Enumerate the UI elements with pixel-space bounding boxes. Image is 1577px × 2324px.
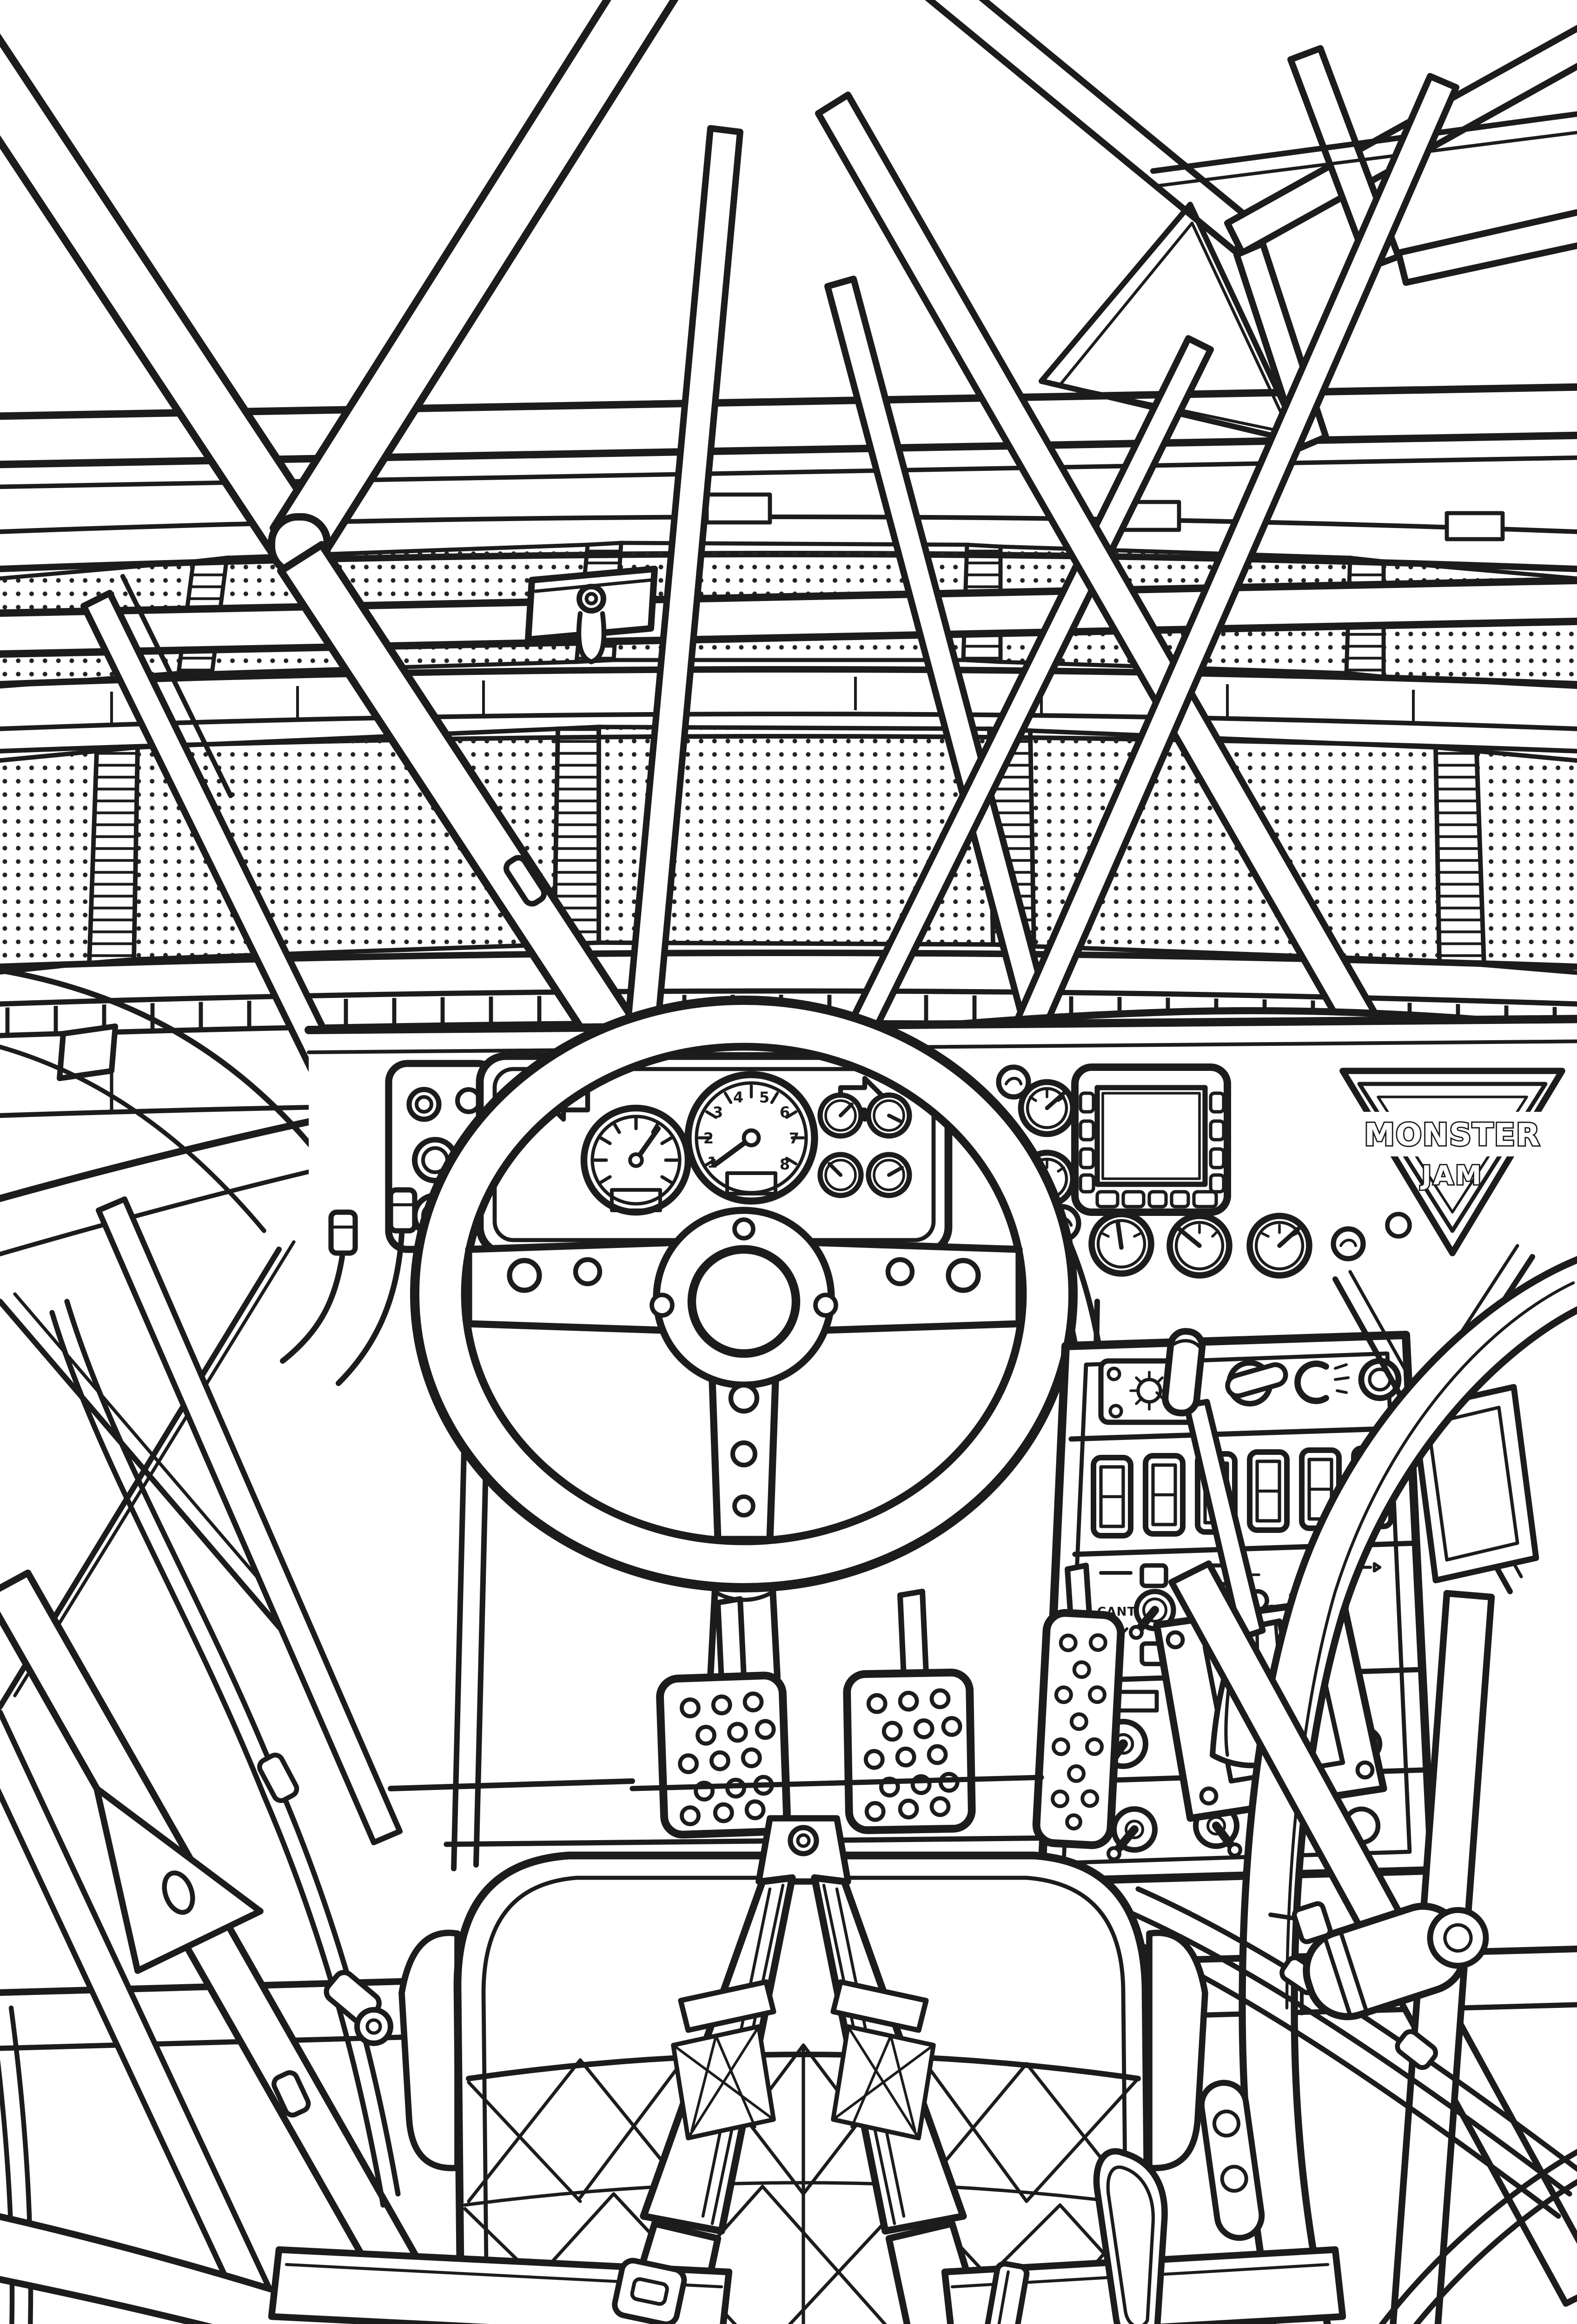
gusset-plate [93, 1785, 264, 1974]
tach-number: 2 [703, 1129, 714, 1147]
pedal-bulkhead-line [629, 1775, 1044, 1791]
round-button [1385, 1212, 1412, 1239]
monster-jam-logo: MONSTER JAM [1332, 1068, 1573, 1256]
logo-line1: MONSTER [1364, 1117, 1540, 1153]
left-side-bolster [398, 1929, 461, 2172]
seat [268, 1815, 1346, 2324]
fascia-joints [110, 677, 1415, 725]
footwell-panel [388, 1406, 635, 1871]
wheel-center-hole [687, 1245, 801, 1358]
tach-number: 4 [733, 1089, 743, 1106]
rocker-switch [1091, 1455, 1133, 1538]
right-side-bolster [1146, 1929, 1208, 2172]
screen-bottom-buttons [1095, 1190, 1218, 1208]
bolt-icon [576, 584, 606, 614]
fire-bottle-canister [1268, 1901, 1489, 2020]
steering-wheel [410, 996, 1078, 1592]
round-button [406, 1087, 442, 1122]
small-gauges [817, 1092, 912, 1198]
spoke-holes [507, 1217, 981, 1518]
belt-slide [612, 2258, 687, 2324]
tach-number: 6 [780, 1103, 790, 1121]
round-button [1331, 1226, 1366, 1261]
cylinder-hardware [1199, 2080, 1265, 2241]
belt-loop [1093, 2148, 1168, 2324]
harness-center-mount [755, 1815, 851, 1885]
right-frame-structure [1113, 1244, 1577, 2324]
v-brace-tubes [0, 0, 679, 1050]
shifter-shaft [1183, 1399, 1266, 1641]
lightening-hole [162, 1870, 195, 1915]
roof-mount-plate [525, 566, 658, 665]
shifter-handle [1161, 1328, 1206, 1417]
lap-belt [268, 2148, 1346, 2324]
left-frame-structure [0, 1187, 459, 2324]
rotary-switch [1225, 1360, 1288, 1406]
odometer-window [610, 1188, 662, 1212]
tachometer: 1 2 3 4 5 6 7 8 [684, 1071, 818, 1205]
roof-truss [925, 0, 1577, 451]
windshield-top-bar [0, 576, 1577, 658]
toggle-switch [1107, 1806, 1158, 1861]
round-button [996, 1064, 1031, 1100]
aux-gauges-row [1088, 1211, 1412, 1279]
throttle-pedal [1032, 1609, 1125, 1849]
rod-end-clamp [272, 1970, 393, 2118]
brake-pedal [843, 1669, 976, 1834]
toggle-section-bottom [1107, 1802, 1381, 1861]
cage-cross-tubes [623, 73, 1459, 1050]
frame-hoop-tube [1239, 1256, 1577, 2324]
logo-line2: JAM [1420, 1161, 1483, 1191]
pedals [629, 1563, 1125, 1849]
tach-number: 1 [707, 1154, 717, 1171]
odometer-window [725, 1171, 777, 1195]
belt-keeper [982, 2261, 1030, 2324]
display-screen [1071, 1063, 1231, 1216]
clutch-pedal [656, 1671, 791, 1839]
rocker-switch [1247, 1449, 1290, 1533]
roof-structure [0, 0, 1577, 1050]
tube-collar [504, 855, 547, 907]
tach-number: 5 [759, 1089, 769, 1106]
strap-adjuster [830, 1979, 929, 2033]
frame-tube [96, 1196, 403, 1845]
tach-number: 8 [780, 1155, 790, 1173]
screen-side-buttons [1079, 1091, 1226, 1194]
frame-rail [0, 1710, 289, 2324]
canister-valve [1292, 1901, 1333, 1944]
hose-ferrule [257, 1752, 299, 1803]
side-bracket [57, 1023, 118, 1081]
tach-number: 3 [713, 1103, 723, 1121]
elbow-fittings [280, 1187, 417, 1386]
strap-adjuster [678, 1979, 776, 2033]
rocker-switch-row: EL [1091, 1446, 1394, 1538]
c-switch [1294, 1360, 1350, 1404]
tach-number: 7 [789, 1129, 799, 1147]
frame-rail [0, 1569, 459, 2324]
hose-coupler [1395, 2029, 1438, 2070]
rocker-switch [1143, 1453, 1186, 1537]
speedometer [580, 1104, 692, 1216]
